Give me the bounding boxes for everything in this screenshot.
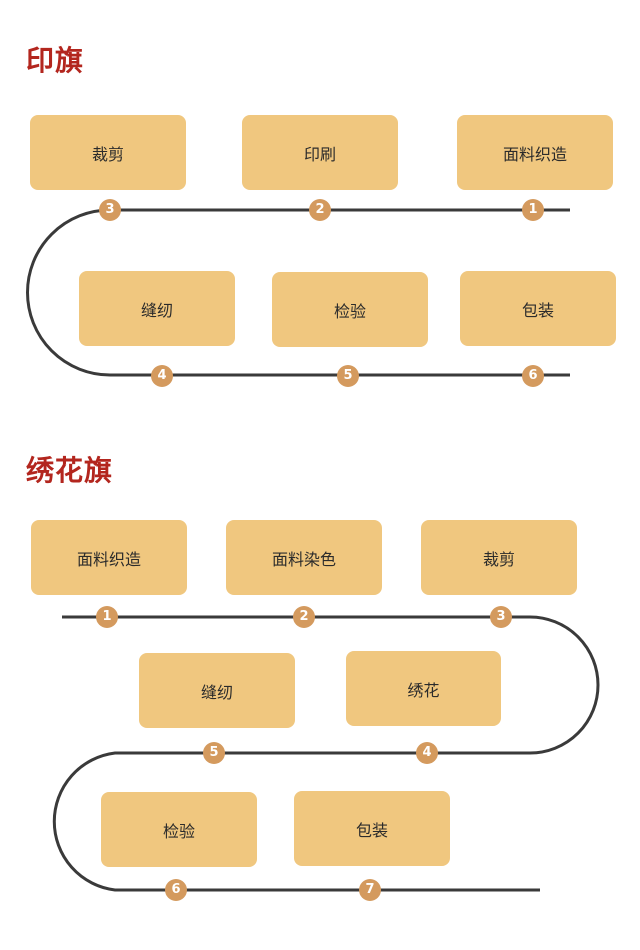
step-box-sewing: 缝纫 (139, 653, 295, 728)
step-box-packaging: 包装 (460, 271, 616, 346)
step-box-fabric-dyeing: 面料染色 (226, 520, 382, 595)
step-label: 绣花 (407, 680, 440, 700)
step-box-printing: 印刷 (242, 115, 398, 190)
step-badge: 2 (309, 199, 331, 221)
step-badge: 3 (490, 606, 512, 628)
step-badge: 1 (96, 606, 118, 628)
step-badge: 6 (522, 365, 544, 387)
step-badge: 5 (337, 365, 359, 387)
step-label: 检验 (162, 821, 195, 841)
step-box-fabric-weaving: 面料织造 (457, 115, 613, 190)
step-label: 缝纫 (140, 300, 173, 320)
section-title-print-flag: 印旗 (26, 44, 85, 77)
step-label: 裁剪 (91, 144, 124, 164)
step-badge: 4 (151, 365, 173, 387)
step-box-cutting: 裁剪 (421, 520, 577, 595)
step-badge: 3 (99, 199, 121, 221)
step-badge: 6 (165, 879, 187, 901)
step-label: 面料染色 (271, 549, 336, 569)
step-label: 包装 (521, 300, 554, 320)
section-title-embroidered-flag: 绣花旗 (26, 454, 114, 487)
step-box-inspection: 检验 (101, 792, 257, 867)
step-label: 包装 (355, 820, 388, 840)
step-badge: 2 (293, 606, 315, 628)
step-label: 面料织造 (76, 549, 141, 569)
step-box-inspection: 检验 (272, 272, 428, 347)
step-label: 检验 (333, 301, 366, 321)
step-box-packaging: 包装 (294, 791, 450, 866)
step-label: 面料织造 (502, 144, 567, 164)
step-box-fabric-weaving: 面料织造 (31, 520, 187, 595)
step-box-sewing: 缝纫 (79, 271, 235, 346)
step-badge: 1 (522, 199, 544, 221)
step-label: 缝纫 (200, 682, 233, 702)
step-box-cutting: 裁剪 (30, 115, 186, 190)
step-label: 裁剪 (482, 549, 515, 569)
step-label: 印刷 (303, 144, 336, 164)
step-badge: 5 (203, 742, 225, 764)
step-badge: 4 (416, 742, 438, 764)
step-box-embroidery: 绣花 (346, 651, 501, 726)
step-badge: 7 (359, 879, 381, 901)
